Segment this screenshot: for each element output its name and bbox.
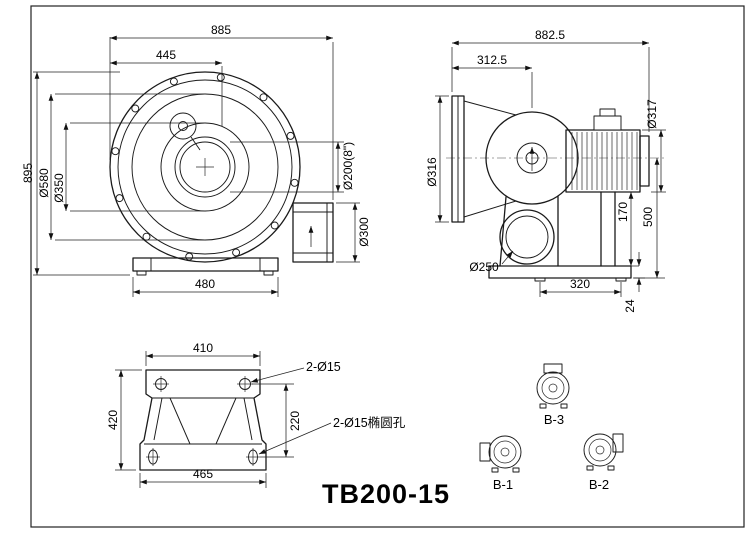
round-holes-text: 2-Ø15 (306, 360, 341, 374)
orientation-views: B-3 B-1 B-2 (479, 363, 624, 492)
dim-d317-text: Ø317 (645, 99, 659, 129)
drawing-border (30, 5, 745, 528)
orientation-b2: B-2 (583, 433, 624, 492)
pedestal (499, 191, 616, 267)
base-view: 410 420 220 465 2-Ø15 2-Ø15椭圆孔 (106, 341, 406, 488)
dim-420: 420 (106, 369, 142, 471)
dim-d300-text: Ø300 (357, 217, 371, 247)
dim-320-text: 320 (570, 277, 590, 291)
dim-d316: Ø316 (425, 95, 449, 223)
dim-24-text: 24 (623, 299, 637, 313)
dim-width-partial-445: 445 (110, 48, 223, 126)
dim-465: 465 (139, 467, 267, 488)
dim-465-text: 465 (193, 467, 213, 481)
inlet-flange (451, 95, 517, 223)
oval-holes-text: 2-Ø15椭圆孔 (333, 415, 406, 430)
dim-220-text: 220 (288, 411, 302, 431)
dim-d250: Ø250 (469, 250, 514, 274)
dim-d580: Ø580 (37, 93, 205, 241)
dim-d317: Ø317 (642, 99, 666, 193)
bracket-holes (146, 376, 260, 466)
junction-box-cap (599, 108, 616, 117)
motor-end-cap (639, 135, 650, 187)
dim-d200-text: Ø200(8") (341, 142, 355, 190)
dim-d580-text: Ø580 (37, 168, 51, 198)
dim-d250-text: Ø250 (469, 260, 499, 274)
orientation-b3: B-3 (536, 363, 570, 427)
dim-500-text: 500 (641, 207, 655, 227)
dim-320: 320 (539, 277, 622, 297)
front-view: 885 445 895 Ø580 Ø350 (21, 23, 371, 297)
dim-420-text: 420 (106, 410, 120, 430)
dim-base-width-480: 480 (132, 277, 279, 297)
dim-d350: Ø350 (52, 122, 205, 212)
junction-box (593, 115, 622, 131)
dim-height-total-895: 895 (21, 71, 130, 276)
b3-label: B-3 (544, 412, 564, 427)
motor (565, 108, 650, 193)
side-base (488, 265, 632, 282)
dim-width-total-885: 885 (109, 23, 334, 200)
dim-480-text: 480 (195, 277, 215, 291)
side-outlet-flange (499, 209, 555, 265)
bracket-ribs (144, 397, 262, 445)
b2-label: B-2 (589, 477, 609, 492)
orientation-b1: B-1 (479, 435, 522, 492)
label-oval-holes: 2-Ø15椭圆孔 (258, 415, 406, 455)
dim-445-text: 445 (156, 48, 176, 62)
dim-width-total-882_5: 882.5 (451, 28, 650, 132)
dim-170: 170 (616, 191, 639, 267)
dim-170-text: 170 (616, 202, 630, 222)
dim-24: 24 (623, 252, 645, 313)
side-view: 882.5 312.5 Ø317 Ø316 170 500 (425, 28, 666, 313)
dim-d300: Ø300 (336, 202, 371, 263)
dim-895-text: 895 (21, 163, 35, 183)
front-base (132, 257, 279, 276)
dim-312-5-text: 312.5 (477, 53, 507, 67)
dim-d350-text: Ø350 (52, 173, 66, 203)
side-casing (485, 111, 579, 205)
dim-220: 220 (252, 383, 302, 458)
front-outlet-duct (292, 202, 334, 263)
motor-fins (571, 132, 638, 190)
flange-bolt-holes (111, 73, 299, 261)
b1-label: B-1 (493, 477, 513, 492)
dim-410: 410 (145, 341, 261, 366)
grease-port (169, 112, 201, 151)
dim-882-5-text: 882.5 (535, 28, 565, 42)
dim-d200: Ø200(8") (230, 141, 355, 193)
dim-885-text: 885 (211, 23, 231, 37)
model-title: TB200-15 (322, 479, 450, 509)
label-round-holes: 2-Ø15 (250, 360, 341, 383)
dim-d316-text: Ø316 (425, 157, 439, 187)
dim-width-partial-312_5: 312.5 (452, 53, 533, 108)
dim-410-text: 410 (193, 341, 213, 355)
